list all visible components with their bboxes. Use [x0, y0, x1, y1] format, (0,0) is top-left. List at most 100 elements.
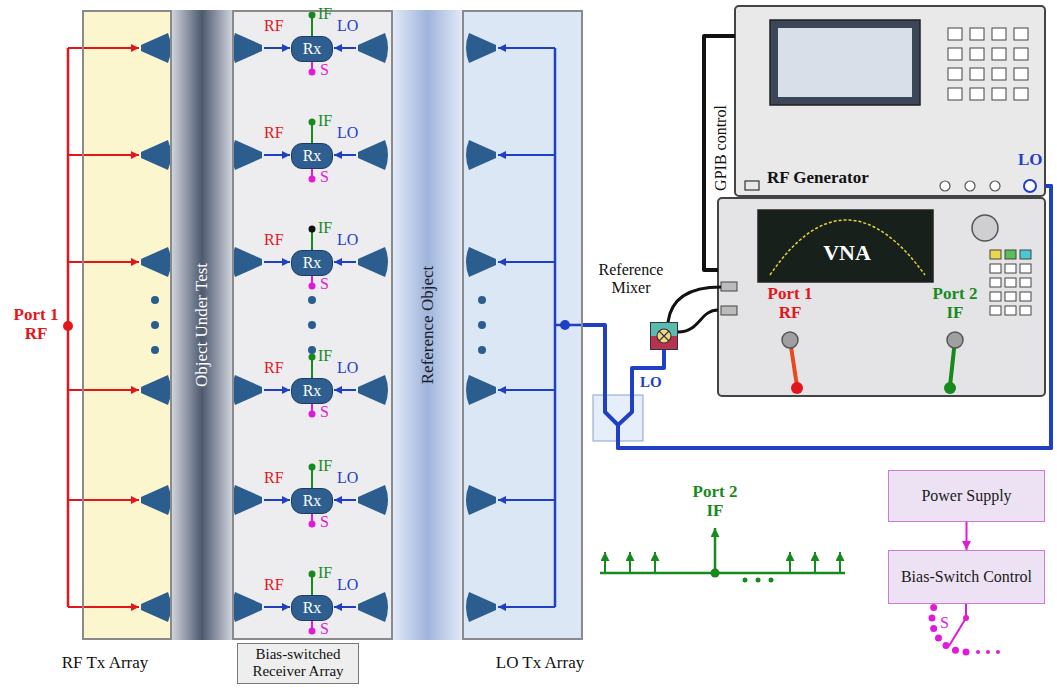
bias-dot — [309, 283, 316, 290]
bias-dot — [309, 628, 316, 635]
signal-label: LO — [337, 124, 358, 142]
vna-key — [990, 264, 1001, 273]
horn-antenna — [358, 485, 388, 515]
lo-signal-arrow — [334, 499, 356, 501]
bias-dot — [309, 176, 316, 183]
if-output-stem — [311, 360, 313, 378]
if-input-arrow — [789, 552, 791, 573]
if-output-dot — [309, 354, 316, 361]
signal-label: RF — [264, 576, 284, 594]
if-input-arrow — [839, 552, 841, 573]
port1-cable-end — [791, 382, 803, 394]
horn-antenna — [466, 592, 496, 622]
if-combiner-bus — [600, 572, 845, 575]
node-label: Bias-Switch Control — [897, 568, 1036, 586]
lo-signal-arrow — [334, 47, 356, 49]
vna-body — [718, 198, 1045, 396]
lo-port-dot — [560, 320, 570, 330]
signal-label: LO — [337, 359, 358, 377]
generator-key — [970, 88, 984, 100]
if-input-arrow — [629, 552, 631, 573]
generator-key — [1014, 48, 1028, 60]
generator-knob — [990, 181, 1000, 191]
if-output-stem — [311, 125, 313, 143]
node-label: Rx — [299, 492, 326, 510]
generator-key — [948, 68, 962, 80]
control-box: Power Supply — [888, 470, 1045, 522]
port-label: Port 1 RF — [762, 284, 818, 322]
node-label: RF Generator — [767, 168, 869, 188]
signal-label: IF — [318, 457, 332, 475]
lo-tx-panel-fill — [462, 10, 583, 640]
signal-label: S — [940, 614, 949, 632]
vna-key — [1020, 264, 1031, 273]
node-label: Rx — [299, 382, 326, 400]
switch-contact — [943, 642, 950, 649]
generator-knob — [965, 181, 975, 191]
rf-port-dot — [63, 321, 73, 331]
lo-feed-line — [498, 606, 555, 608]
vna-key — [1005, 264, 1016, 273]
signal-label: RF — [264, 359, 284, 377]
receiver-box: Rx — [291, 488, 333, 514]
signal-label: S — [320, 61, 329, 79]
generator-key — [948, 28, 962, 40]
signal-label: S — [320, 513, 329, 531]
receiver-panel-fill — [232, 10, 393, 640]
horn-antenna — [141, 140, 171, 170]
lo-feed-bus — [555, 48, 583, 607]
switch-lever — [949, 604, 966, 646]
node-label: Rx — [299, 40, 326, 58]
rf-feed-line — [68, 606, 139, 608]
rf-signal-arrow — [264, 389, 290, 391]
control-box: Bias-Switch Control — [888, 550, 1045, 604]
horn-antenna — [141, 247, 171, 277]
vna-key — [1020, 292, 1031, 301]
mixer-cross — [659, 331, 669, 341]
port2-cable-end — [944, 382, 956, 394]
switch-contact — [952, 647, 959, 654]
lo-feed-line — [498, 154, 555, 156]
vna-key — [990, 306, 1001, 315]
signal-label: S — [320, 620, 329, 638]
switch-contact — [929, 615, 936, 622]
rf-signal-arrow — [264, 261, 290, 263]
signal-label: LO — [337, 231, 358, 249]
node-label: Reference Object — [418, 266, 438, 384]
horn-antenna — [232, 592, 262, 622]
vna-key — [990, 278, 1001, 287]
signal-label: RF — [264, 124, 284, 142]
vna-key — [1020, 278, 1031, 287]
horn-antenna — [232, 485, 262, 515]
ellipsis-dots — [743, 578, 774, 583]
signal-label: LO — [337, 17, 358, 35]
switch-ellipsis — [976, 650, 980, 654]
rf-signal-arrow — [264, 606, 290, 608]
if-output-dot — [309, 119, 316, 126]
switch-contact — [963, 649, 970, 656]
generator-key — [1014, 68, 1028, 80]
lo-feed-line — [498, 261, 555, 263]
mixer-cable — [668, 287, 721, 322]
if-output-stem — [311, 470, 313, 488]
vna-key — [1005, 250, 1016, 259]
horn-antenna — [358, 247, 388, 277]
generator-key — [992, 68, 1006, 80]
generator-key — [992, 28, 1006, 40]
vna-key — [1020, 250, 1031, 259]
switch-contact — [930, 604, 937, 611]
generator-key — [970, 68, 984, 80]
if-input-arrow — [654, 552, 656, 573]
signal-label: LO — [337, 576, 358, 594]
rf-tx-panel-fill — [82, 10, 172, 640]
horn-antenna — [232, 247, 262, 277]
node-label: RF Tx Array — [50, 653, 160, 673]
bias-dot — [309, 69, 316, 76]
generator-key — [992, 88, 1006, 100]
horn-antenna — [358, 140, 388, 170]
node-label: LO Tx Array — [490, 653, 590, 673]
signal-label: S — [320, 403, 329, 421]
array-panel: RF Tx Array — [82, 10, 172, 640]
horn-antenna — [232, 33, 262, 63]
